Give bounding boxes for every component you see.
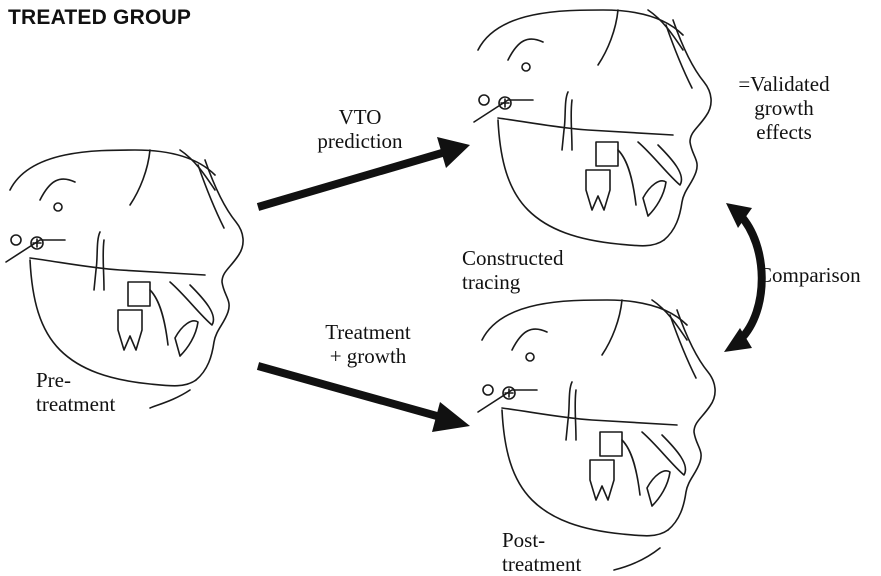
posttreatment-label-line2: treatment xyxy=(502,552,581,576)
validated-label-line2: growth xyxy=(728,96,840,120)
posttreatment-tracing xyxy=(478,300,715,536)
comparison-arrow xyxy=(724,203,762,352)
vto-label-line2: prediction xyxy=(300,129,420,153)
pretreatment-label: Pre- treatment xyxy=(36,368,115,416)
vto-label: VTO prediction xyxy=(300,105,420,153)
treatment-arrow xyxy=(258,366,470,432)
treatment-label-line1: Treatment xyxy=(298,320,438,344)
posttreatment-pointer xyxy=(614,548,660,570)
comparison-label: Comparison xyxy=(758,263,881,287)
constructed-tracing xyxy=(474,10,711,246)
pretreatment-label-line2: treatment xyxy=(36,392,115,416)
pretreatment-tracing xyxy=(6,150,243,386)
constructed-label: Constructed tracing xyxy=(462,246,563,294)
pretreatment-label-line1: Pre- xyxy=(36,368,115,392)
constructed-label-line1: Constructed xyxy=(462,246,563,270)
treatment-label-line2: + growth xyxy=(298,344,438,368)
validated-label-line3: effects xyxy=(728,120,840,144)
validated-label-line1: =Validated xyxy=(728,72,840,96)
pretreatment-pointer xyxy=(150,390,190,408)
posttreatment-label-line1: Post- xyxy=(502,528,581,552)
posttreatment-label: Post- treatment xyxy=(502,528,581,576)
vto-label-line1: VTO xyxy=(300,105,420,129)
validated-label: =Validated growth effects xyxy=(728,72,840,144)
constructed-label-line2: tracing xyxy=(462,270,563,294)
treatment-label: Treatment + growth xyxy=(298,320,438,368)
